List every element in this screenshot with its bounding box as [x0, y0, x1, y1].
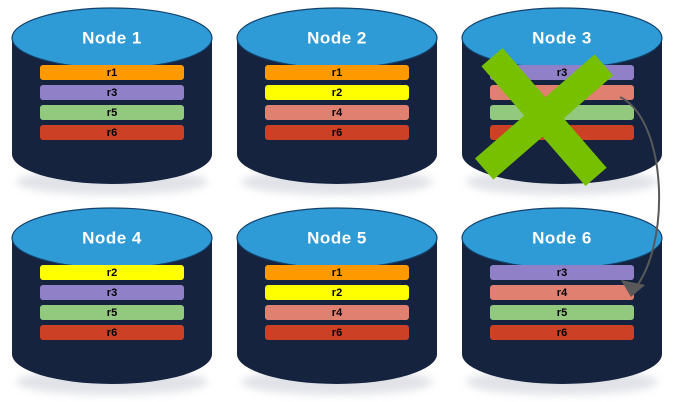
record-bar[interactable]	[40, 265, 184, 280]
node-title: Node 3	[532, 28, 592, 47]
record-bar-label: r3	[557, 267, 567, 279]
record-bar[interactable]	[40, 325, 184, 340]
record-bar-label: r1	[107, 67, 117, 79]
record-bar-label: r3	[107, 87, 117, 99]
record-bar[interactable]	[265, 325, 409, 340]
cylinder-top	[12, 208, 212, 268]
record-bar[interactable]	[265, 105, 409, 120]
failover-arrow	[619, 96, 661, 297]
node-title: Node 1	[82, 28, 142, 47]
record-bar[interactable]	[490, 305, 634, 320]
record-bar-label: r2	[332, 287, 342, 299]
record-bar[interactable]	[40, 85, 184, 100]
record-bar[interactable]	[40, 285, 184, 300]
record-bar-label: r2	[107, 267, 117, 279]
node-title: Node 5	[307, 228, 367, 247]
node-3[interactable]: Node 3r3r4r5r6	[461, 7, 663, 195]
record-bar-label: r2	[332, 87, 342, 99]
record-bar[interactable]	[265, 305, 409, 320]
record-bar-label: r5	[557, 307, 567, 319]
node-title: Node 4	[82, 228, 142, 247]
record-bar[interactable]	[265, 265, 409, 280]
node-title: Node 6	[532, 228, 592, 247]
nodes-layer: Node 1 r1 r3 r5 r6 Node 2 r1 r2 r4 r6 Node 3 r3 r4 r5…	[11, 7, 663, 395]
record-bar-label: r6	[557, 327, 567, 339]
record-bar[interactable]	[490, 265, 634, 280]
cylinder-top	[462, 208, 662, 268]
record-bar-label: r3	[107, 287, 117, 299]
record-bar-label: r6	[107, 327, 117, 339]
record-bar[interactable]	[490, 325, 634, 340]
cylinder-top	[12, 8, 212, 68]
cylinder-top	[237, 208, 437, 268]
failover-arrow-line	[619, 96, 661, 294]
record-bar[interactable]	[265, 125, 409, 140]
record-bar-label: r3	[557, 67, 567, 79]
cylinder-top	[462, 8, 662, 68]
node-1[interactable]: Node 1 r1 r3 r5 r6	[11, 7, 213, 195]
record-bar-label: r1	[332, 67, 342, 79]
record-bar-label: r6	[107, 127, 117, 139]
record-bar[interactable]	[40, 305, 184, 320]
record-bar-label: r4	[332, 307, 343, 319]
record-bar-label: r5	[107, 107, 117, 119]
record-bar-label: r5	[107, 307, 117, 319]
cylinder-top	[237, 8, 437, 68]
failover-arrow-head	[621, 280, 645, 297]
record-bar-label: r6	[332, 127, 342, 139]
record-bar[interactable]	[265, 65, 409, 80]
record-bar-label: r4	[557, 287, 568, 299]
node-6[interactable]: Node 6 r3 r4 r5 r6	[461, 207, 663, 395]
record-bar-label: r1	[332, 267, 342, 279]
record-bar-label: r4	[332, 107, 343, 119]
record-bar[interactable]	[40, 65, 184, 80]
record-bar-label: r6	[332, 327, 342, 339]
node-4[interactable]: Node 4 r2 r3 r5 r6	[11, 207, 213, 395]
record-bar[interactable]	[40, 125, 184, 140]
node-title: Node 2	[307, 28, 367, 47]
record-bar[interactable]	[40, 105, 184, 120]
node-2[interactable]: Node 2 r1 r2 r4 r6	[236, 7, 438, 195]
node-5[interactable]: Node 5 r1 r2 r4 r6	[236, 207, 438, 395]
record-bar[interactable]	[265, 85, 409, 100]
record-bar[interactable]	[265, 285, 409, 300]
record-bar[interactable]	[490, 285, 634, 300]
failure-x-icon	[474, 47, 614, 187]
